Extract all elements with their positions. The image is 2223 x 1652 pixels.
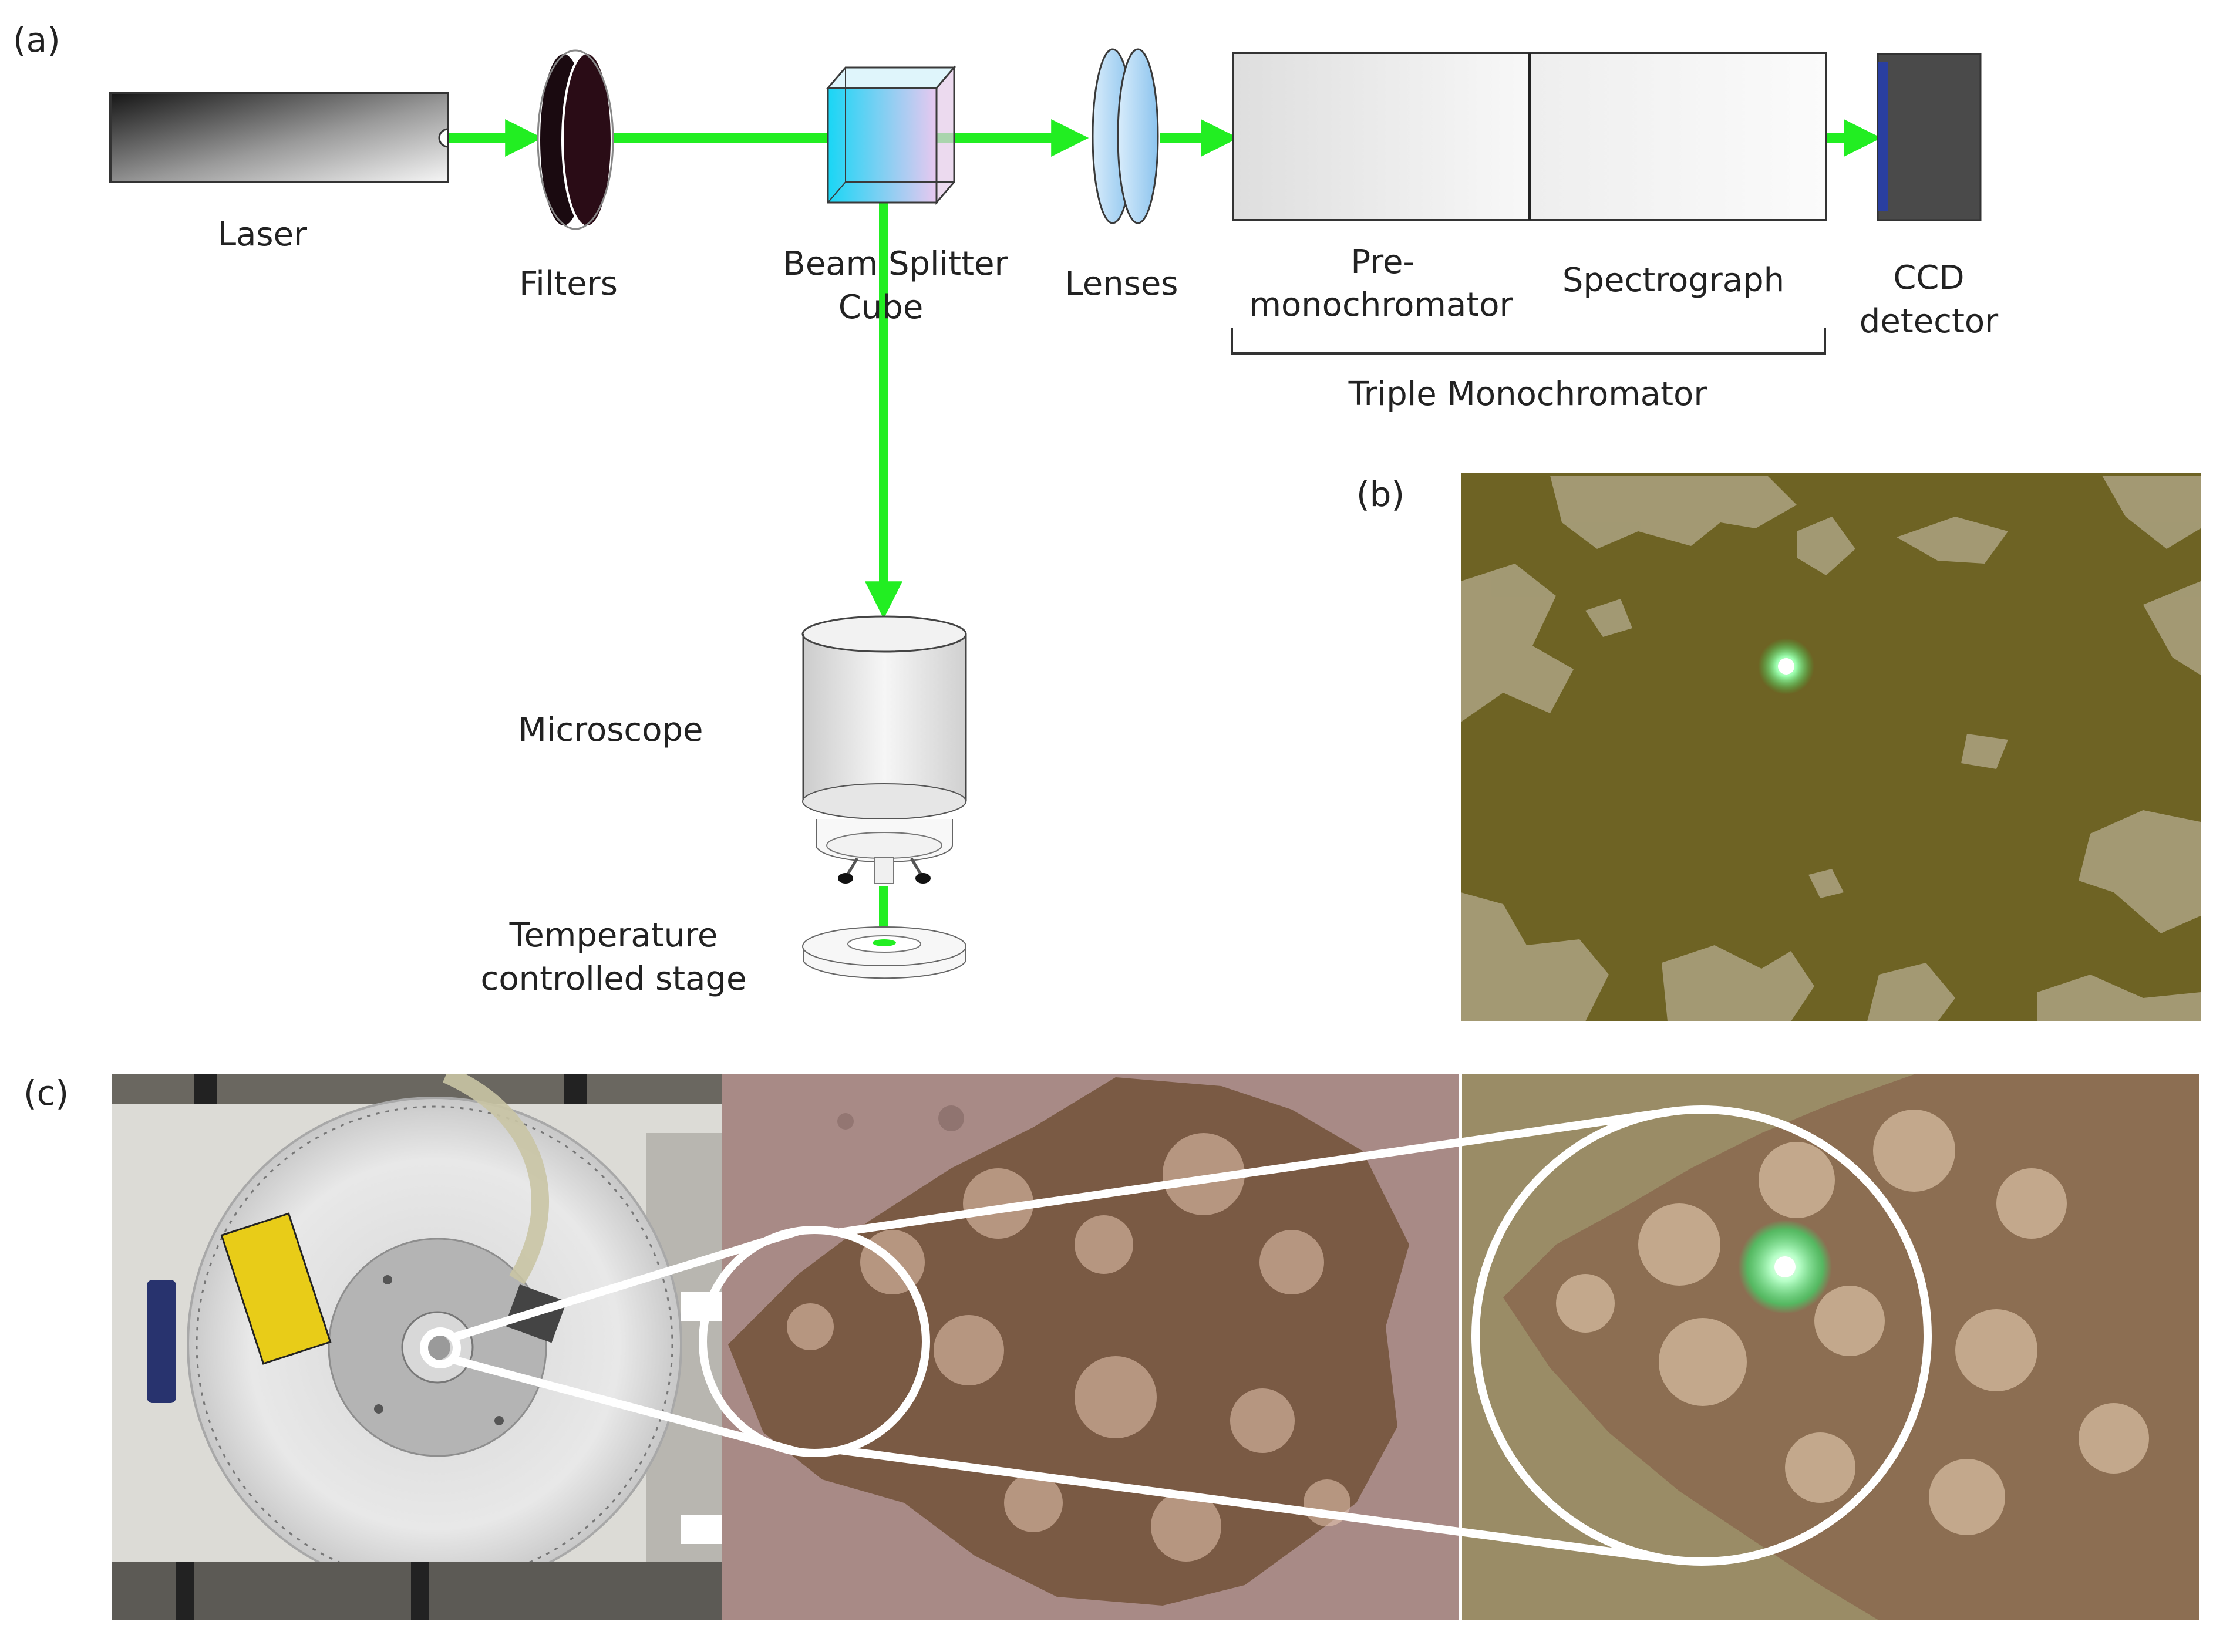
laser-spot-c bbox=[1774, 1256, 1796, 1277]
beam-splitter-label-line1: Beam Splitter bbox=[783, 245, 1008, 283]
ccd-label-line1: CCD bbox=[1893, 259, 1964, 297]
laser-body bbox=[109, 92, 449, 183]
filters-label: Filters bbox=[519, 265, 618, 303]
panel-label-c: (c) bbox=[23, 1073, 69, 1113]
flake-micrograph bbox=[722, 1074, 1459, 1620]
premonochromator-box bbox=[1232, 52, 1531, 221]
ccd-detector bbox=[1877, 53, 1982, 221]
laser-aperture bbox=[438, 128, 449, 148]
flake bbox=[728, 1077, 1409, 1606]
beam-splitter-cube bbox=[826, 65, 956, 205]
microscope-label: Microscope bbox=[518, 711, 703, 749]
lenses bbox=[1092, 48, 1159, 224]
panel-b: (b) bbox=[1356, 473, 2201, 1021]
microscope bbox=[801, 615, 967, 884]
brand-logo bbox=[147, 1280, 176, 1403]
ccd-window bbox=[1878, 62, 1888, 211]
laser-spot-b bbox=[1778, 658, 1794, 675]
temperature-stage bbox=[802, 926, 966, 979]
panel-label-b: (b) bbox=[1356, 474, 1404, 514]
magnified-micrograph bbox=[1462, 1074, 2199, 1620]
panel-c: (c) bbox=[23, 1073, 2199, 1620]
lenses-label: Lenses bbox=[1065, 265, 1178, 303]
warning-sticker bbox=[220, 1212, 332, 1365]
zoom-circle-small bbox=[420, 1327, 461, 1368]
zoom-circle-large bbox=[1471, 1105, 1932, 1566]
triple-monochromator-label: Triple Monochromator bbox=[1348, 375, 1708, 413]
premonochromator-label-line1: Pre- bbox=[1350, 243, 1414, 281]
spectrograph-label: Spectrograph bbox=[1562, 261, 1784, 299]
stage-photo bbox=[112, 1074, 722, 1620]
zoom-indicators bbox=[420, 1105, 1932, 1566]
panel-label-a: (a) bbox=[13, 20, 60, 60]
laser-label: Laser bbox=[218, 215, 308, 254]
triple-monochromator-bracket bbox=[1231, 328, 1826, 355]
premonochromator-label-line2: monochromator bbox=[1249, 286, 1513, 324]
spectrograph-box bbox=[1528, 52, 1827, 221]
zoom-circle-medium bbox=[699, 1226, 930, 1457]
sample-micrograph bbox=[1461, 473, 2201, 1021]
stage-label-line1: Temperature bbox=[509, 916, 718, 955]
filters bbox=[537, 49, 614, 230]
stage-label-line2: controlled stage bbox=[481, 960, 747, 998]
ccd-label-line2: detector bbox=[1860, 302, 1999, 340]
beam-splitter-label-line2: Cube bbox=[838, 288, 924, 326]
panel-a: (a) Laser Filters bbox=[13, 20, 1999, 998]
